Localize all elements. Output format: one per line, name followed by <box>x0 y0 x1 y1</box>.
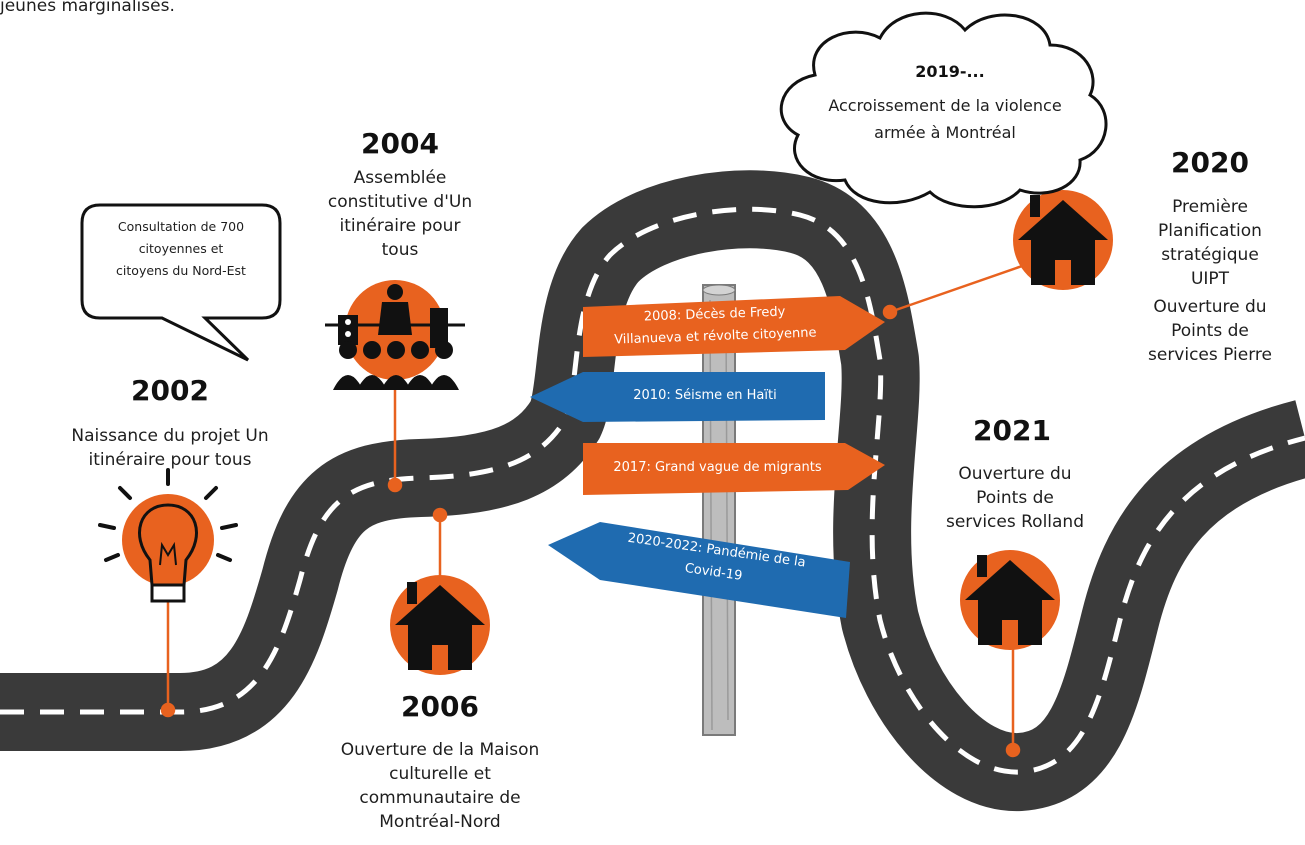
cloud-text: Accroissement de la violence armée à Mon… <box>775 92 1115 146</box>
event-line: services Rolland <box>945 512 1085 532</box>
event-line: Ouverture du <box>1153 297 1267 317</box>
event-line: communautaire de <box>359 788 521 808</box>
event-line: Montréal-Nord <box>379 812 501 832</box>
event-line: stratégique <box>1161 245 1259 265</box>
event-line: itinéraire pour <box>339 216 461 236</box>
event-line: Points de <box>1171 321 1249 341</box>
speech-bubble-text: Consultation de 700 citoyennes et citoye… <box>85 216 277 282</box>
assembly-icon <box>325 280 465 390</box>
cloud-line: Accroissement de la violence <box>828 96 1062 115</box>
event-line: UIPT <box>1190 269 1230 289</box>
event-line: Première <box>1172 197 1248 217</box>
event-line: tous <box>381 240 419 260</box>
event-line: Assemblée <box>353 168 447 188</box>
sign-line: 2010: Séisme en Haïti <box>633 388 777 403</box>
sign-2020 <box>548 522 850 618</box>
cloud-title: 2019-... <box>915 62 985 81</box>
connector-lines <box>160 263 1026 758</box>
signpost <box>702 284 736 736</box>
year-2002: 2002 <box>131 374 209 407</box>
event-line: Ouverture du <box>958 464 1072 484</box>
event-2006-text: Ouverture de la Maison culturelle et com… <box>300 738 580 834</box>
road-center-line <box>0 206 1305 775</box>
event-line: services Pierre <box>1148 345 1272 365</box>
event-2002-text: Naissance du projet Un itinéraire pour t… <box>30 424 310 472</box>
house-icon-2006 <box>390 575 490 675</box>
event-2021-text: Ouverture du Points de services Rolland <box>930 462 1100 534</box>
year-2021: 2021 <box>973 414 1051 447</box>
speech-bubble <box>80 203 282 362</box>
year-2006: 2006 <box>401 690 479 723</box>
cloud-shape <box>779 11 1108 209</box>
event-2020-text: Première Planification stratégique UIPT … <box>1125 195 1295 367</box>
event-line: constitutive d'Un <box>327 192 473 212</box>
house-icon-2020 <box>1013 190 1113 290</box>
sign-2017 <box>583 443 885 495</box>
event-line: culturelle et <box>389 764 491 784</box>
sign-2008 <box>583 296 885 357</box>
event-2004-text: Assemblée constitutive d'Un itinéraire p… <box>300 166 500 262</box>
speech-bubble-line: citoyens du Nord-Est <box>116 263 246 278</box>
year-2004: 2004 <box>361 127 439 160</box>
event-line: Points de <box>976 488 1054 508</box>
sign-2010 <box>530 372 825 422</box>
speech-bubble-line: citoyennes et <box>138 241 224 256</box>
sign-2008-text: 2008: Décès de Fredy Villanueva et révol… <box>589 300 840 353</box>
year-2020: 2020 <box>1171 146 1249 179</box>
cloud-line: armée à Montréal <box>874 123 1016 142</box>
house-icon-2021 <box>960 550 1060 650</box>
event-line: Planification <box>1158 221 1262 241</box>
lightbulb-icon <box>98 468 238 603</box>
speech-bubble-line: Consultation de 700 <box>117 219 245 234</box>
event-line: Ouverture de la Maison <box>340 740 540 760</box>
intro-text: jeunes marginalisés. <box>0 0 175 16</box>
sign-line: 2017: Grand vague de migrants <box>613 460 822 475</box>
event-line: Naissance du projet Un <box>71 426 269 446</box>
event-line: itinéraire pour tous <box>88 450 252 470</box>
sign-2017-text: 2017: Grand vague de migrants <box>590 457 845 479</box>
sign-2010-text: 2010: Séisme en Haïti <box>590 385 820 407</box>
